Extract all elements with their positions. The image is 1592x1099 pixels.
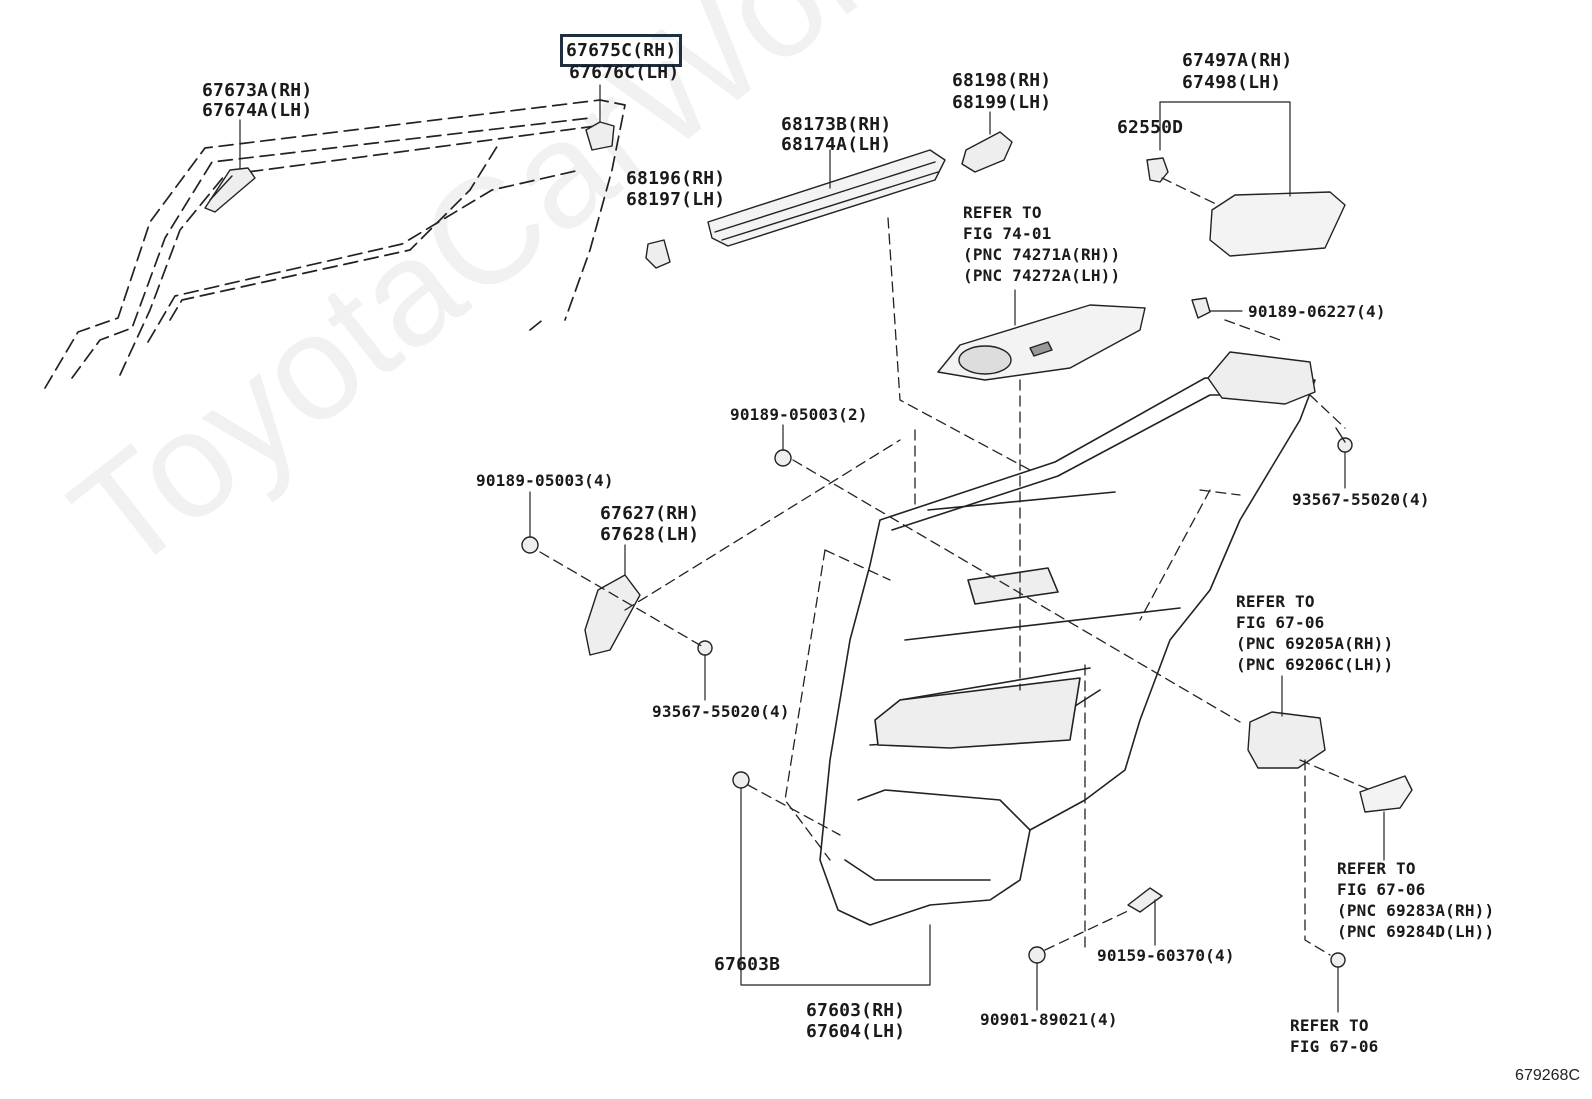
leader-67497a [1159, 101, 1291, 197]
label-67673a: 67673A(RH) [202, 80, 313, 101]
screw-93567-right [1335, 427, 1353, 453]
label-68198: 68198(RH) [952, 70, 1052, 91]
label-refer-7401-line1: REFER TO [963, 203, 1042, 222]
label-67675c[interactable]: 67675C(RH) [559, 34, 683, 67]
label-refer-6706b-line4: (PNC 69284D(LH)) [1337, 922, 1495, 941]
label-refer-7401-line4: (PNC 74272A(LH)) [963, 266, 1121, 285]
cap-67675c [585, 121, 615, 151]
label-68174a: 68174A(LH) [781, 134, 892, 155]
label-68196: 68196(RH) [626, 168, 726, 189]
label-93567-left: 93567-55020(4) [652, 702, 790, 721]
leader-67603b [740, 787, 931, 986]
clip-90189-06227 [1191, 297, 1211, 319]
clip-67603b [732, 771, 750, 789]
dashed-62550d [1161, 177, 1219, 206]
door-trim-panel [819, 377, 1316, 926]
grommet-90189-05003-4 [521, 536, 539, 554]
label-90189-05003-2: 90189-05003(2) [730, 405, 868, 424]
support-67627 [584, 574, 641, 656]
switch-base-7401 [937, 304, 1146, 381]
label-68173b: 68173B(RH) [781, 114, 892, 135]
label-62550d: 62550D [1117, 117, 1184, 138]
label-67604: 67604(LH) [806, 1021, 906, 1042]
label-93567-right: 93567-55020(4) [1292, 490, 1430, 509]
label-67674a: 67674A(LH) [202, 100, 313, 121]
label-refer-6706b-line2: FIG 67-06 [1337, 880, 1426, 899]
label-68199: 68199(LH) [952, 92, 1052, 113]
label-67497a: 67497A(RH) [1182, 50, 1293, 71]
nut-90901 [1028, 946, 1046, 964]
door-frame-outline [44, 99, 626, 389]
assembly-dashed-lines [539, 217, 1371, 956]
label-90901-89021: 90901-89021(4) [980, 1010, 1118, 1029]
corner-piece-67673a [204, 167, 256, 213]
label-67603b: 67603B [714, 954, 781, 975]
label-refer-6706c-line2: FIG 67-06 [1290, 1037, 1379, 1056]
inner-handle-6706 [1247, 711, 1326, 769]
bracket-68198 [961, 131, 1013, 173]
label-refer-6706b-line1: REFER TO [1337, 859, 1416, 878]
armrest-67497a [1209, 191, 1346, 257]
label-67628: 67628(LH) [600, 524, 700, 545]
label-refer-6706a-line4: (PNC 69206C(LH)) [1236, 655, 1394, 674]
label-refer-7401-line2: FIG 74-01 [963, 224, 1052, 243]
label-67498: 67498(LH) [1182, 72, 1282, 93]
label-67627: 67627(RH) [600, 503, 700, 524]
label-refer-7401-line3: (PNC 74271A(RH)) [963, 245, 1121, 264]
label-refer-6706a-line2: FIG 67-06 [1236, 613, 1325, 632]
label-90159-60370: 90159-60370(4) [1097, 946, 1235, 965]
clip-68196 [645, 239, 671, 269]
pull-bracket [1207, 351, 1316, 405]
screw-90159 [1127, 887, 1163, 913]
label-67676c: 67676C(LH) [569, 62, 680, 83]
label-refer-6706c-line1: REFER TO [1290, 1016, 1369, 1035]
handle-bezel-6706 [1359, 775, 1413, 813]
clip-62550d [1146, 157, 1169, 183]
screw-6706c [1330, 952, 1346, 968]
figure-code: 679268C [1515, 1067, 1580, 1084]
label-67603: 67603(RH) [806, 1000, 906, 1021]
label-90189-05003-4: 90189-05003(4) [476, 471, 614, 490]
label-refer-6706a-line1: REFER TO [1236, 592, 1315, 611]
belt-moulding-68173b [707, 149, 946, 247]
label-90189-06227: 90189-06227(4) [1248, 302, 1386, 321]
screw-93567-left [697, 640, 713, 656]
grommet-90189-05003-2 [774, 449, 792, 467]
label-refer-6706b-line3: (PNC 69283A(RH)) [1337, 901, 1495, 920]
label-68197: 68197(LH) [626, 189, 726, 210]
label-refer-6706a-line3: (PNC 69205A(RH)) [1236, 634, 1394, 653]
